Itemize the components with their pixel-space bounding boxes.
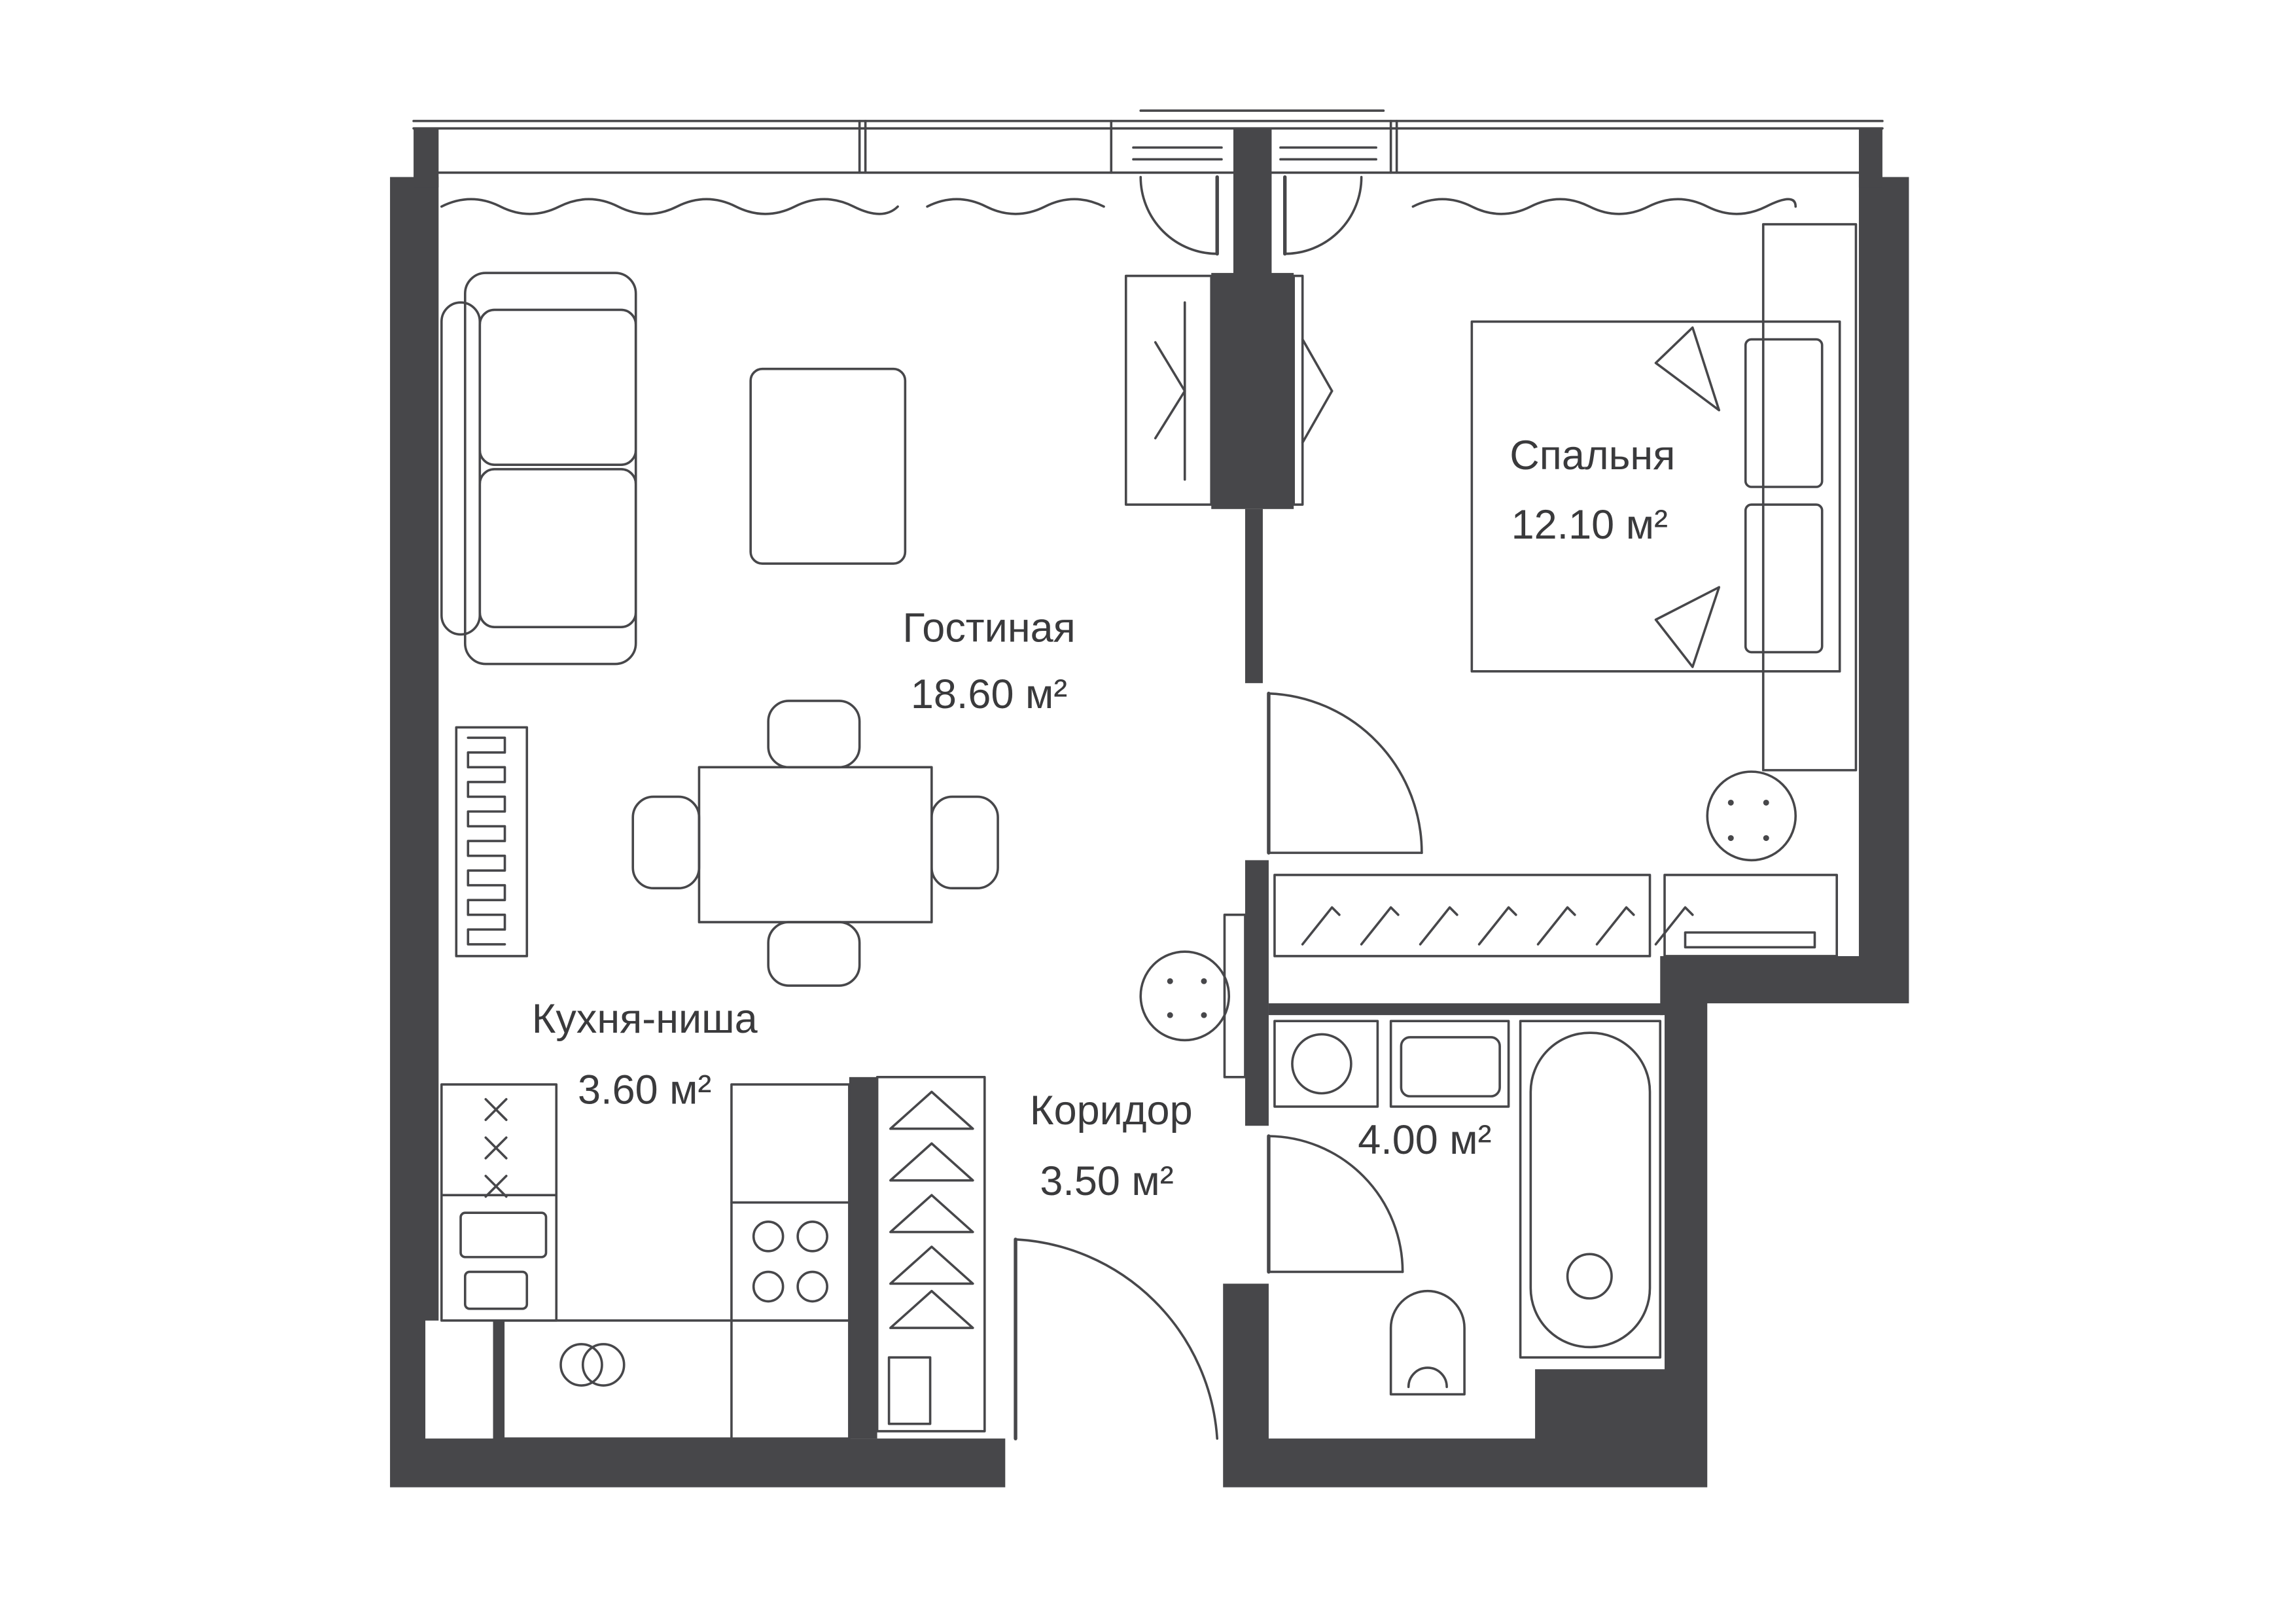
- wall-corridor-right: [1245, 860, 1269, 1126]
- closet-hangers: [1273, 874, 1694, 957]
- label-bedroom-area: 12.10 м²: [1511, 502, 1668, 548]
- bathtub: [1519, 1020, 1662, 1359]
- sink: [1389, 1020, 1510, 1108]
- wall-bathroom-top: [1268, 1003, 1663, 1016]
- coffee-table: [749, 367, 907, 565]
- wall-right: [1223, 177, 1909, 1488]
- radiator: [455, 726, 529, 957]
- label-kitchen-name: Кухня-ниша: [532, 996, 758, 1042]
- bedroom-door[interactable]: [1267, 691, 1423, 855]
- wall-central-lower: [1245, 508, 1263, 683]
- wall-left: [390, 177, 1006, 1488]
- dining-set: [631, 700, 999, 987]
- label-living-name: Гостиная: [902, 605, 1075, 651]
- corridor-chair: [1139, 914, 1246, 1079]
- wall-kitchen-corridor: [849, 1077, 877, 1439]
- entrance-door[interactable]: [1014, 1238, 1219, 1440]
- label-living-area: 18.60 м²: [911, 671, 1067, 717]
- label-bedroom-name: Спальня: [1510, 433, 1675, 478]
- round-table-bedroom: [1706, 770, 1797, 862]
- label-corridor-name: Коридор: [1030, 1088, 1193, 1133]
- wardrobe-bedroom: [1761, 223, 1858, 772]
- label-corridor-area: 3.50 м²: [1040, 1158, 1173, 1204]
- bed: [1470, 320, 1841, 673]
- hallway-wardrobe: [875, 1076, 986, 1433]
- room-labels: Гостиная 18.60 м² Спальня 12.10 м² Кухня…: [532, 433, 1676, 1204]
- bathroom-door[interactable]: [1267, 1134, 1404, 1274]
- toilet: [1389, 1290, 1466, 1396]
- windows: [412, 109, 1884, 215]
- sofa: [440, 272, 637, 666]
- balcony-doors[interactable]: [1139, 175, 1363, 256]
- wall-left-top-stub: [414, 128, 439, 188]
- washing-machine: [1273, 1020, 1379, 1108]
- tv-unit-bedroom: [1292, 274, 1333, 506]
- walls: [390, 128, 1909, 1488]
- label-bathroom-area: 4.00 м²: [1358, 1117, 1491, 1163]
- dresser: [1663, 874, 1838, 957]
- wall-right-top-stub: [1858, 128, 1882, 188]
- label-kitchen-area: 3.60 м²: [578, 1067, 711, 1113]
- wall-central-top: [1233, 128, 1272, 276]
- tv-unit-living: [1124, 274, 1213, 506]
- kitchen-counter: [440, 1083, 851, 1440]
- wall-central-block: [1211, 273, 1294, 509]
